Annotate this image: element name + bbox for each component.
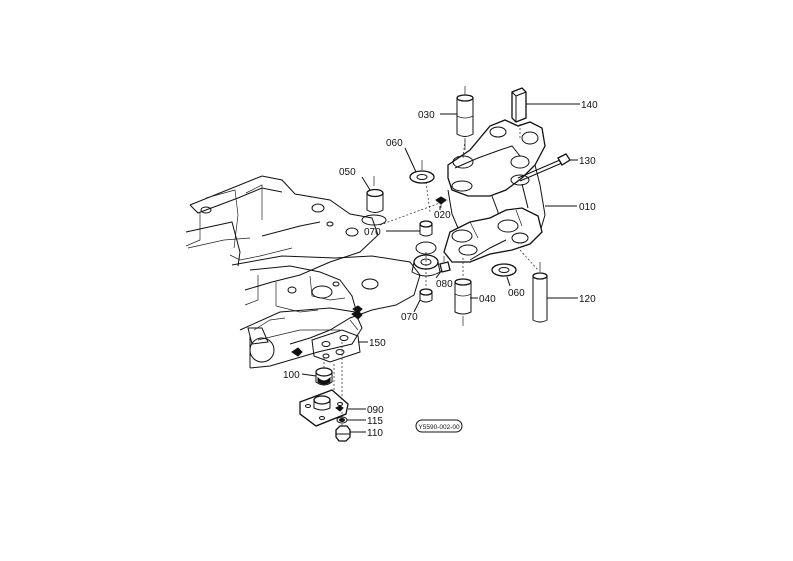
- part-060-washer-lower: [491, 263, 517, 277]
- label-115: 115: [367, 416, 383, 427]
- label-060-lower: 060: [508, 288, 525, 299]
- label-030: 030: [418, 110, 435, 121]
- label-140: 140: [581, 100, 598, 111]
- label-050: 050: [339, 167, 356, 178]
- part-030-pin: [456, 86, 474, 150]
- part-130-bolt: [517, 153, 571, 182]
- label-120: 120: [579, 294, 596, 305]
- label-060-top: 060: [386, 138, 403, 149]
- label-010: 010: [579, 202, 596, 213]
- label-100: 100: [283, 370, 300, 381]
- frame-housing: [185, 175, 421, 369]
- label-150: 150: [369, 338, 386, 349]
- assembly-guides-lower: [323, 342, 343, 426]
- part-labels: 030 140 060 130 050 010 020 070 080 040 …: [283, 100, 598, 439]
- assembly-guides-upper: [379, 124, 539, 288]
- label-070-upper: 070: [364, 227, 381, 238]
- drawing-code-text: Y5590-002-00: [418, 424, 460, 431]
- part-070-bushing-lower: [419, 288, 433, 303]
- label-110: 110: [367, 428, 383, 439]
- part-020-spacer: [435, 196, 447, 208]
- part-060-washer-top: [409, 160, 435, 184]
- leader-lines: [301, 103, 580, 433]
- part-090-plate: [299, 389, 349, 427]
- drawing-code-badge: Y5590-002-00: [415, 419, 463, 433]
- label-080: 080: [436, 279, 453, 290]
- part-110-nut: [335, 425, 351, 442]
- label-090: 090: [367, 405, 384, 416]
- part-070-bushing-upper: [415, 220, 437, 255]
- part-120-pin: [532, 262, 548, 323]
- part-050-bushing: [361, 176, 387, 226]
- label-070-lower: 070: [401, 312, 418, 323]
- label-040: 040: [479, 294, 496, 305]
- part-080-grease-fitting: [439, 256, 451, 273]
- label-020: 020: [434, 210, 451, 221]
- part-100-mount: [315, 367, 333, 386]
- label-130: 130: [579, 156, 596, 167]
- part-150-bracket: [311, 305, 363, 363]
- part-010-pivot-link: [443, 119, 546, 263]
- part-140-pin: [511, 87, 527, 123]
- part-040-pin: [454, 278, 472, 326]
